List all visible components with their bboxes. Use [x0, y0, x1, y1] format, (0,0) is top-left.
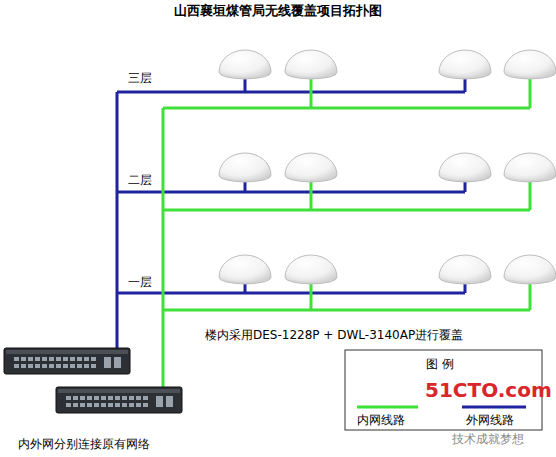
floor-label: 二层 [128, 174, 152, 188]
legend-line-sample [462, 406, 526, 409]
legend-entry: 外网线路 [466, 414, 514, 428]
watermark: 技术成就梦想 [452, 433, 524, 447]
access-point-icons [219, 50, 556, 284]
floor-label: 一层 [128, 276, 152, 290]
legend-line-sample [357, 406, 418, 409]
diagram-title: 山西襄垣煤管局无线覆盖项目拓扑图 [174, 4, 382, 19]
floor-label: 三层 [128, 72, 152, 86]
legend-heading: 图 例 [426, 358, 454, 372]
legend-entry: 内网线路 [357, 414, 405, 428]
inner-network-lines [163, 79, 530, 387]
outer-network-lines [117, 79, 465, 348]
watermark: 51CTO.com [425, 379, 552, 402]
caption-note: 楼内采用DES-1228P + DWL-3140AP进行覆盖 [205, 329, 463, 343]
switch-icons [4, 348, 182, 413]
network-note: 内外网分别连接原有网络 [18, 438, 150, 452]
